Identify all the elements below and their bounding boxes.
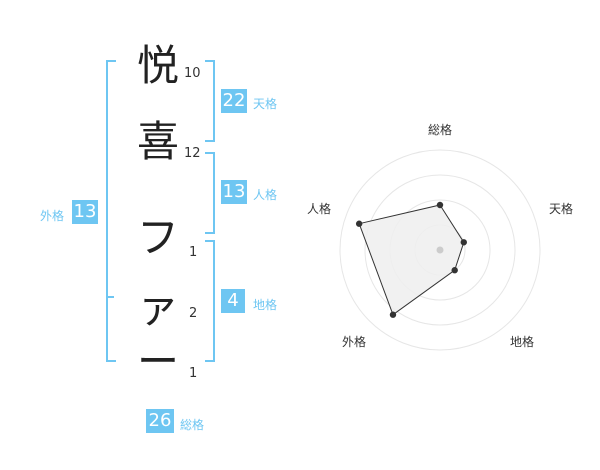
name-char-2: 喜 bbox=[136, 117, 179, 166]
chikaku-bracket bbox=[205, 240, 215, 362]
radar-point-4 bbox=[389, 311, 397, 318]
radar-ring-4 bbox=[339, 149, 541, 351]
chikaku-value-badge: 4 bbox=[221, 289, 245, 313]
stroke-count-1: 10 bbox=[184, 66, 201, 81]
name-char-5: ー bbox=[136, 337, 179, 386]
radar-point-3 bbox=[451, 267, 458, 274]
name-char-1: 悦 bbox=[136, 41, 179, 90]
gaikaku-label: 外格 bbox=[40, 209, 65, 223]
radar-axis-label-jinkaku: 人格 bbox=[307, 201, 331, 216]
soukaku-value-badge: 26 bbox=[146, 409, 174, 433]
stroke-count-5: 1 bbox=[189, 366, 198, 381]
tenkaku-label: 天格 bbox=[253, 97, 278, 111]
radar-ring-3 bbox=[364, 174, 516, 326]
chikaku-label: 地格 bbox=[253, 298, 278, 312]
radar-ring-1 bbox=[414, 224, 466, 276]
radar-point-1 bbox=[436, 201, 444, 209]
stroke-count-3: 1 bbox=[189, 245, 198, 260]
radar-data-polygon bbox=[358, 204, 465, 316]
stroke-count-2: 12 bbox=[184, 146, 201, 161]
jinkaku-label: 人格 bbox=[253, 188, 278, 202]
radar-axis-label-chikaku: 地格 bbox=[510, 334, 534, 349]
radar-axis-label-soukaku: 総格 bbox=[428, 122, 452, 137]
radar-ring-2 bbox=[389, 199, 491, 301]
radar-center-dot bbox=[436, 246, 444, 254]
jinkaku-value-badge: 13 bbox=[221, 180, 247, 204]
gaikaku-bracket-split bbox=[106, 296, 114, 298]
name-char-4: ァ bbox=[136, 283, 179, 332]
tenkaku-value-badge: 22 bbox=[221, 89, 247, 113]
radar-point-5 bbox=[355, 220, 363, 227]
name-char-3: フ bbox=[136, 213, 179, 262]
soukaku-label: 総格 bbox=[180, 418, 205, 432]
tenkaku-bracket bbox=[205, 60, 215, 142]
radar-point-2 bbox=[460, 239, 467, 246]
gaikaku-bracket bbox=[106, 60, 116, 362]
radar-axis-label-gaikaku: 外格 bbox=[342, 334, 366, 349]
stroke-count-4: 2 bbox=[189, 306, 198, 321]
jinkaku-bracket bbox=[205, 152, 215, 234]
radar-axis-label-tenkaku: 天格 bbox=[549, 201, 573, 216]
gaikaku-value-badge: 13 bbox=[72, 200, 98, 224]
